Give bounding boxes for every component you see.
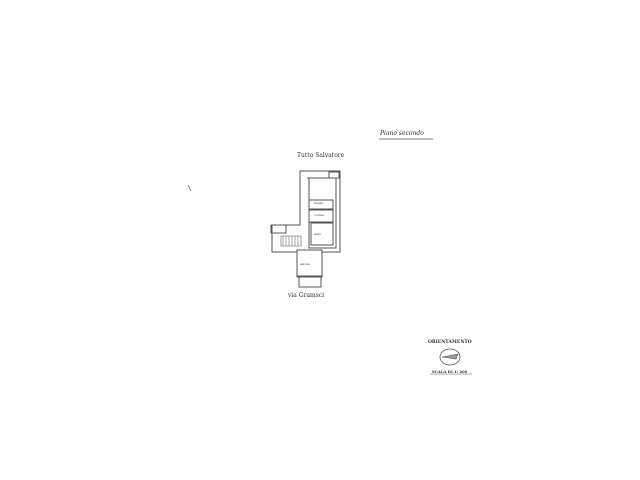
- orientation-label: ORIENTAMENTO: [428, 340, 472, 345]
- room-label-cucina: cucina: [314, 213, 324, 217]
- owner-label: Tutto Salvatore: [297, 152, 345, 159]
- floor-plan-sheet: [180, 105, 478, 378]
- room-label-bagno: bagno: [314, 201, 324, 205]
- room-label-salone: salone: [300, 262, 310, 266]
- sheet-title: Piano secondo: [380, 130, 424, 137]
- room-bagno: [308, 199, 334, 210]
- entrance-steps: [298, 276, 322, 288]
- stairs: [280, 235, 302, 247]
- room-cucina: [308, 209, 334, 223]
- compass-icon: [439, 348, 461, 366]
- street-label: via Gramsci: [288, 292, 325, 299]
- balcony: [270, 224, 287, 234]
- inner-wall: [307, 177, 337, 249]
- room-letto: [310, 222, 334, 246]
- room-salone: [296, 249, 323, 277]
- room-label-letto: letto: [314, 232, 321, 236]
- scale-label: SCALA DI 1: 200: [432, 369, 468, 374]
